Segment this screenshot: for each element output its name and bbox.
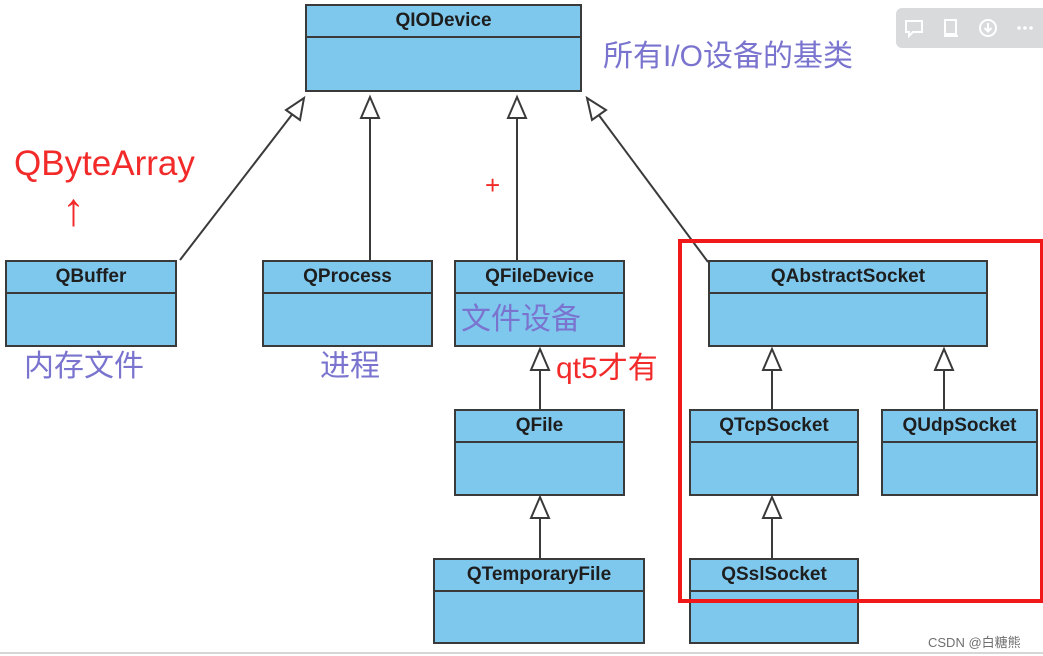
- download-icon[interactable]: [972, 12, 1004, 44]
- class-name-qsslsocket: QSslSocket: [691, 560, 857, 592]
- edge-qbuffer-qiodevice: [179, 111, 295, 261]
- inherit-arrow-qudpsocket: [933, 346, 955, 371]
- class-qiodevice: QIODevice: [305, 4, 582, 92]
- class-qtcpsocket: QTcpSocket: [689, 409, 859, 496]
- class-name-qbuffer: QBuffer: [7, 262, 175, 294]
- inherit-arrow-qfile: [529, 346, 551, 371]
- inherit-arrow-qtcpsocket: [761, 346, 783, 371]
- note-file-device: 文件设备: [461, 303, 581, 336]
- comment-icon[interactable]: [898, 12, 930, 44]
- class-name-qfile: QFile: [456, 411, 623, 443]
- more-icon[interactable]: [1009, 12, 1041, 44]
- note-qt5-only: qt5才有: [556, 352, 658, 385]
- class-name-qudpsocket: QUdpSocket: [883, 411, 1036, 443]
- class-qfiledevice: QFileDevice: [454, 260, 625, 347]
- note-memory-file: 内存文件: [24, 350, 144, 383]
- plus-mark: +: [485, 170, 501, 200]
- class-name-qabstractsocket: QAbstractSocket: [710, 262, 986, 294]
- up-arrow-icon: ↑: [62, 183, 85, 235]
- class-qtemporaryfile: QTemporaryFile: [433, 558, 645, 644]
- edge-qabstractsocket-qiodevice: [597, 113, 709, 263]
- class-qudpsocket: QUdpSocket: [881, 409, 1038, 496]
- note-base-class: 所有I/O设备的基类: [603, 40, 854, 73]
- class-name-qprocess: QProcess: [264, 262, 431, 294]
- socket-highlight-frame: [678, 239, 1043, 603]
- inherit-arrow-qfiledevice: [506, 94, 528, 119]
- page-icon[interactable]: [935, 12, 967, 44]
- class-name-qiodevice: QIODevice: [307, 6, 580, 38]
- class-qprocess: QProcess: [262, 260, 433, 347]
- inherit-arrow-qabstractsocket: [585, 95, 608, 122]
- bottom-divider: [0, 652, 1043, 654]
- class-name-qtemporaryfile: QTemporaryFile: [435, 560, 643, 592]
- class-qabstractsocket: QAbstractSocket: [708, 260, 988, 347]
- class-qbuffer: QBuffer: [5, 260, 177, 347]
- floating-toolbar: [896, 8, 1043, 48]
- inherit-arrow-qprocess: [359, 94, 381, 119]
- inherit-arrow-qbuffer: [284, 95, 306, 122]
- note-qbytearray: QByteArray: [14, 144, 195, 183]
- class-name-qfiledevice: QFileDevice: [456, 262, 623, 294]
- inherit-arrow-qtemporaryfile: [529, 494, 551, 519]
- class-qfile: QFile: [454, 409, 625, 496]
- watermark: CSDN @白糖熊: [928, 635, 1021, 650]
- class-name-qtcpsocket: QTcpSocket: [691, 411, 857, 443]
- inherit-arrow-qsslsocket: [761, 494, 783, 519]
- note-process: 进程: [320, 350, 380, 383]
